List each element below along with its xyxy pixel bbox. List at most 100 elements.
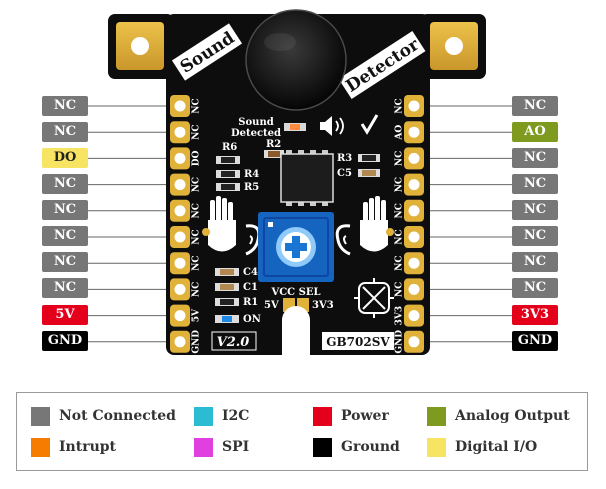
- pin-label-right: NC: [512, 96, 558, 116]
- led-caption-2: Detected: [231, 128, 281, 139]
- header-pad-hole: [408, 310, 420, 322]
- legend-swatch: [427, 407, 446, 426]
- header-pad-hole: [408, 126, 420, 138]
- pin-label-left: GND: [42, 331, 88, 351]
- vcc-sel-label: VCC SEL: [270, 287, 320, 298]
- header-pad-hole: [408, 336, 420, 348]
- microphone: [246, 10, 346, 110]
- label-r1: R1: [243, 297, 258, 308]
- pin-label-left: NC: [42, 252, 88, 272]
- part-number: GB702SV: [326, 335, 390, 349]
- silk-pin-name: NC: [395, 151, 405, 166]
- pin-label-left: NC: [42, 278, 88, 298]
- silk-pin-name: NC: [395, 282, 405, 297]
- pin-label-right: 3V3: [512, 305, 558, 325]
- hand-ear-icon-right: [335, 196, 394, 256]
- potentiometer: [258, 212, 334, 282]
- header-pad-hole: [174, 283, 186, 295]
- label-r3: R3: [337, 153, 352, 164]
- header-pads-right: [404, 95, 424, 353]
- label-r2: R2: [266, 139, 281, 150]
- legend-label: I2C: [222, 408, 250, 424]
- header-pad-hole: [174, 205, 186, 217]
- pin-label-left: DO: [42, 148, 88, 168]
- legend-label: Not Connected: [59, 408, 176, 424]
- pin-label-left: 5V: [42, 305, 88, 325]
- title-banner-left: [171, 23, 243, 81]
- silk-pin-name: GND: [192, 330, 202, 354]
- legend: Not Connected I2C Power Analog Output In…: [16, 392, 588, 471]
- silk-pin-name: NC: [395, 177, 405, 192]
- legend-swatch: [313, 438, 332, 457]
- silk-pin-name: NC: [192, 177, 202, 192]
- legend-label: Intrupt: [59, 439, 117, 455]
- silk-pin-name: 3V3: [395, 306, 405, 326]
- silk-pin-name: DO: [192, 150, 202, 166]
- legend-swatch: [194, 407, 213, 426]
- pin-label-left: NC: [42, 226, 88, 246]
- header-pad-hole: [408, 100, 420, 112]
- label-r4: R4: [244, 169, 259, 180]
- title-banner-right: [338, 30, 426, 100]
- legend-swatch: [313, 407, 332, 426]
- silk-pin-name: GND: [395, 330, 405, 354]
- silk-pin-name: NC: [192, 203, 202, 218]
- header-pad-hole: [408, 231, 420, 243]
- label-c4: C4: [243, 267, 258, 278]
- silk-pin-name: NC: [192, 256, 202, 271]
- version-label: V2.0: [217, 335, 250, 350]
- silk-pin-name: AO: [395, 125, 405, 141]
- silk-pin-name: NC: [192, 125, 202, 140]
- legend-label: Analog Output: [455, 408, 570, 424]
- label-r6: R6: [222, 142, 237, 153]
- pin-label-right: NC: [512, 252, 558, 272]
- header-pad-hole: [408, 283, 420, 295]
- opamp-chip: [280, 150, 334, 206]
- hand-ear-icon-left: [202, 196, 261, 256]
- header-pad-hole: [174, 100, 186, 112]
- pin-label-left: NC: [42, 200, 88, 220]
- pin-label-right: NC: [512, 148, 558, 168]
- silk-pin-name: NC: [395, 203, 405, 218]
- silk-pin-name: 5V: [192, 308, 202, 322]
- header-pad-hole: [174, 179, 186, 191]
- vcc-opt-5v: 5V: [264, 300, 279, 311]
- pin-label-left: NC: [42, 174, 88, 194]
- pin-label-right: AO: [512, 122, 558, 142]
- silk-pin-name: NC: [192, 98, 202, 113]
- pin-label-right: NC: [512, 174, 558, 194]
- chip-gear-icon: [354, 278, 394, 318]
- legend-label: Digital I/O: [455, 439, 538, 455]
- header-pad-hole: [408, 205, 420, 217]
- header-pad-hole: [174, 336, 186, 348]
- smd-components: [215, 150, 380, 323]
- header-pad-hole: [408, 152, 420, 164]
- pin-label-left: NC: [42, 96, 88, 116]
- label-r5: R5: [244, 182, 259, 193]
- header-pad-hole: [174, 257, 186, 269]
- mounting-hole-left: [131, 37, 149, 55]
- silk-pin-name: NC: [395, 256, 405, 271]
- legend-swatch: [194, 438, 213, 457]
- pin-label-right: NC: [512, 226, 558, 246]
- silk-pin-name: NC: [395, 98, 405, 113]
- pin-label-left: NC: [42, 122, 88, 142]
- label-c1: C1: [243, 282, 258, 293]
- header-pad-hole: [408, 257, 420, 269]
- vcc-opt-3v3: 3V3: [312, 300, 334, 311]
- silk-pin-name: NC: [395, 229, 405, 244]
- pin-label-right: NC: [512, 200, 558, 220]
- mounting-hole-right: [445, 37, 463, 55]
- header-pad-hole: [174, 310, 186, 322]
- led-caption-1: Sound: [238, 117, 273, 128]
- speaker-icon: [320, 116, 344, 136]
- header-pad-hole: [174, 126, 186, 138]
- legend-label: SPI: [222, 439, 250, 455]
- part-number-box: [322, 332, 394, 350]
- pin-leader-lines: [88, 105, 512, 343]
- header-pad-hole: [174, 152, 186, 164]
- pin-label-right: GND: [512, 331, 558, 351]
